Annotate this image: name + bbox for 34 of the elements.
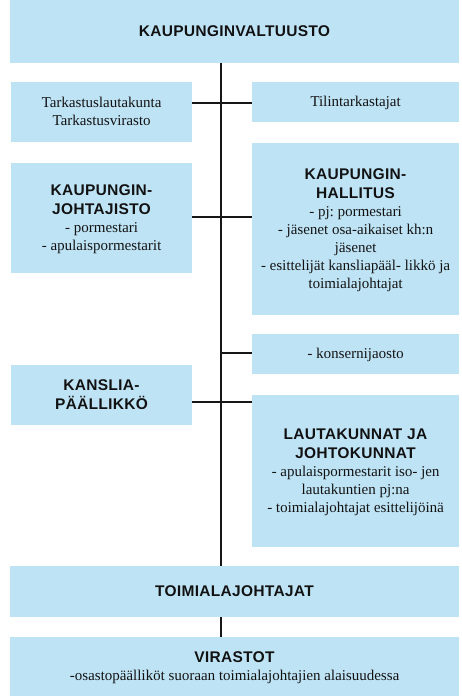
box-text: - esittelijät kansliapääl- likkö ja toimialajohtajat bbox=[260, 257, 452, 293]
box-text: - apulaispormestarit bbox=[42, 237, 162, 255]
box-heading: KAUPUNGIN- HALLITUS bbox=[303, 165, 408, 203]
box-text: Tarkastuslautakunta bbox=[42, 94, 162, 112]
org-box bbox=[252, 143, 459, 315]
box-heading: KAUPUNGIN- JOHTAJISTO bbox=[49, 181, 154, 219]
box-text: - apulaispormestarit iso- jen lautakuntien pj:na bbox=[270, 463, 440, 499]
box-text: - konsernijaosto bbox=[307, 345, 404, 363]
box-text: - jäsenet osa-aikaiset kh:n jäsenet bbox=[276, 221, 434, 257]
org-box bbox=[10, 566, 459, 617]
box-heading: VIRASTOT bbox=[194, 648, 275, 667]
org-box bbox=[11, 163, 192, 273]
box-heading: LAUTAKUNNAT JA JOHTOKUNNAT bbox=[282, 425, 428, 463]
org-box bbox=[252, 395, 459, 547]
org-box bbox=[11, 365, 192, 425]
org-box bbox=[10, 0, 459, 63]
connector-line bbox=[192, 216, 252, 218]
box-heading: KANSLIA- PÄÄLLIKKÖ bbox=[54, 376, 150, 414]
box-heading: TOIMIALAJOHTAJAT bbox=[155, 582, 314, 601]
connector-line bbox=[192, 401, 252, 403]
connector-line bbox=[220, 617, 222, 637]
org-box bbox=[252, 334, 459, 374]
box-heading: KAUPUNGINVALTUUSTO bbox=[138, 22, 330, 41]
box-text: - pj: pormestari bbox=[309, 203, 402, 221]
box-text: Tarkastusvirasto bbox=[52, 112, 151, 130]
box-text: - pormestari bbox=[65, 219, 138, 237]
box-text: Tilintarkastajat bbox=[310, 93, 401, 111]
org-box bbox=[11, 82, 192, 142]
org-box bbox=[10, 637, 459, 696]
box-text: - toimialajohtajat esittelijöinä bbox=[267, 499, 444, 517]
org-box bbox=[252, 82, 459, 122]
box-text: -osastopäälliköt suoraan toimialajohtajien alaisuudessa bbox=[70, 667, 400, 685]
connector-line bbox=[192, 102, 252, 104]
connector-line bbox=[220, 63, 252, 354]
